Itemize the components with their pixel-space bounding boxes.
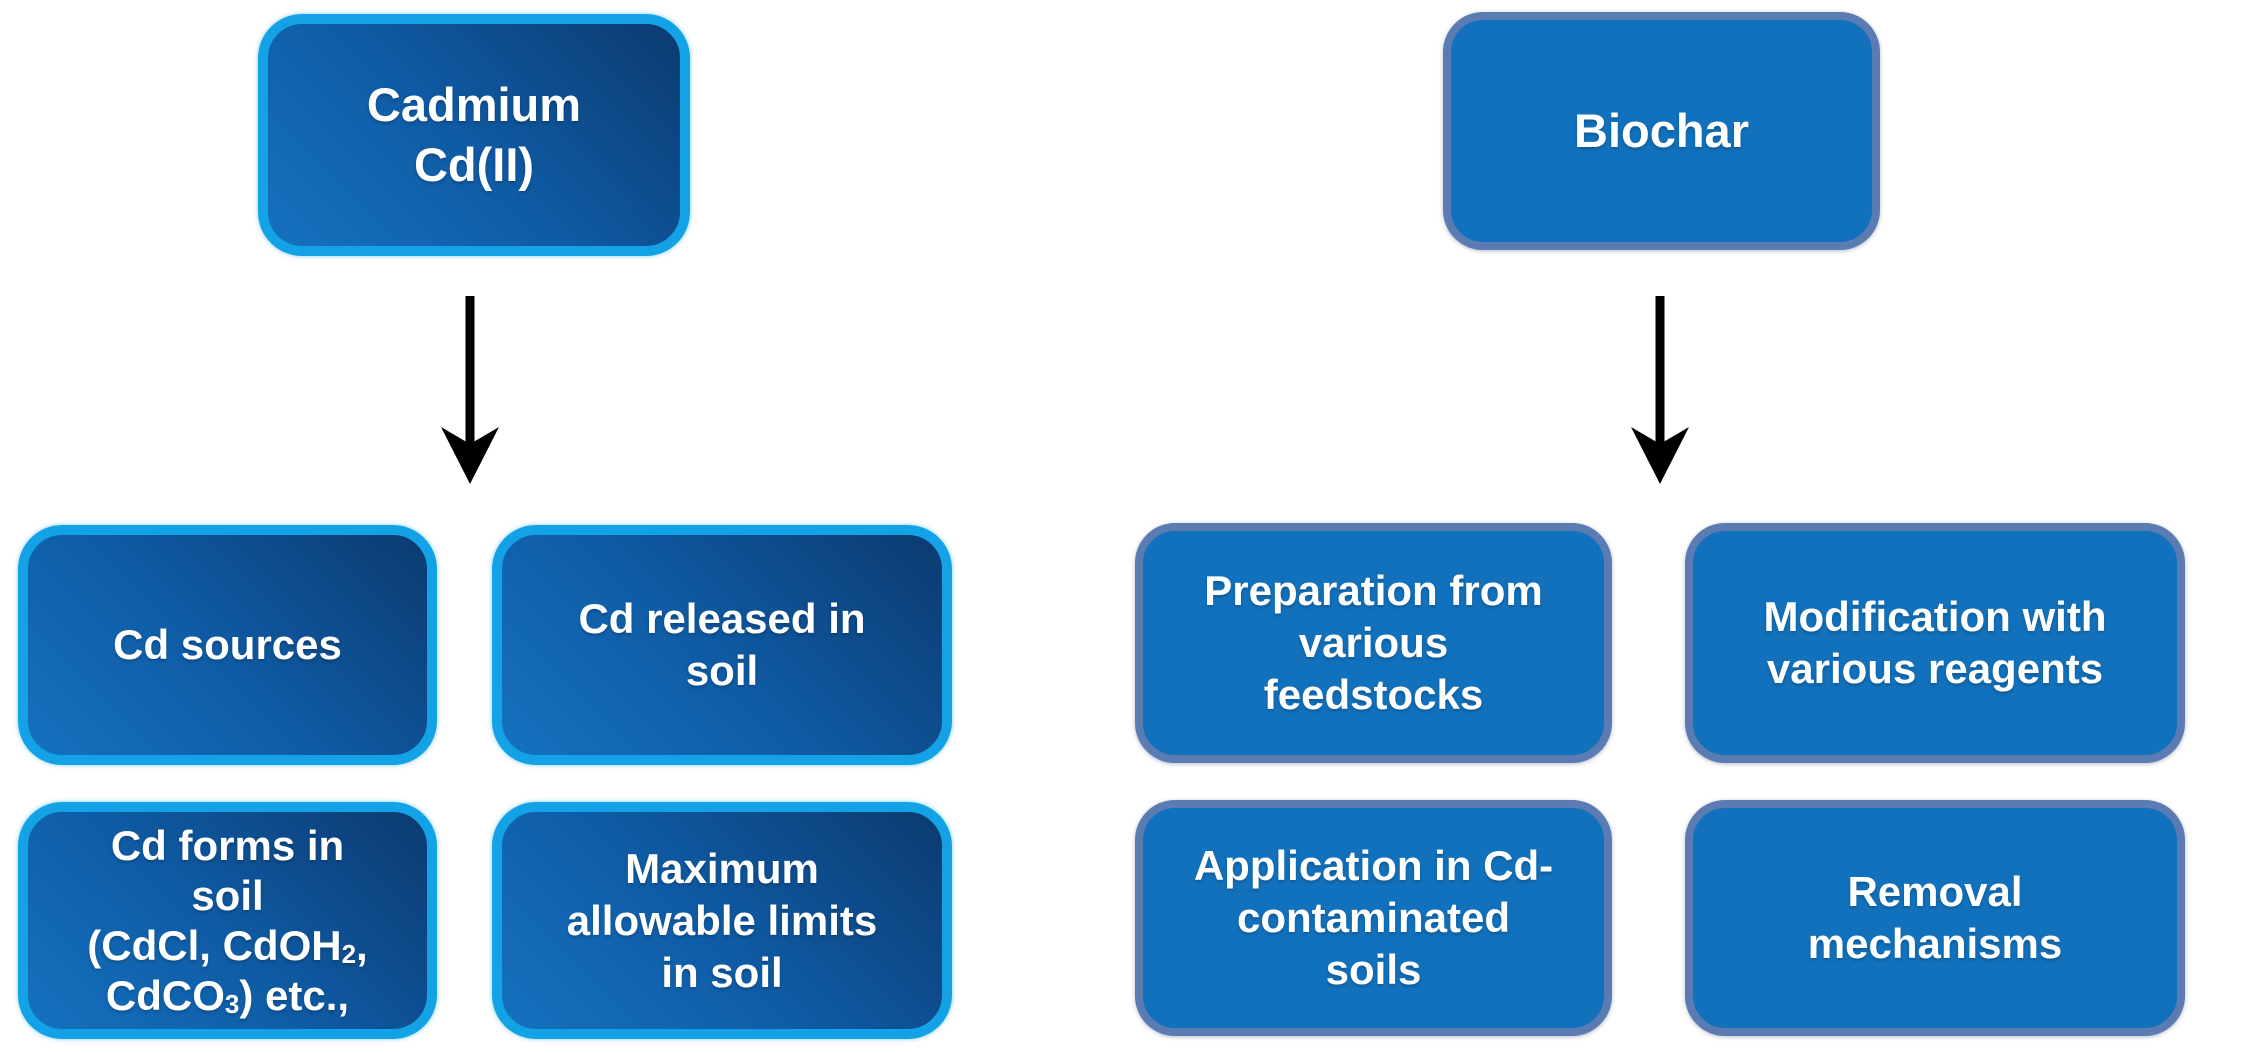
cd-sources-box: Cd sources (18, 525, 437, 765)
box-label-line: contaminated (1236, 894, 1511, 941)
box-label-line: Cd forms in (110, 821, 345, 869)
box-label-line: Preparation from (1204, 567, 1543, 614)
removal-mechanisms-box: Removal mechanisms (1685, 800, 2185, 1036)
modification-reagents-box: Modification with various reagents (1685, 523, 2185, 763)
box-label-line: Cadmium (366, 78, 582, 131)
biochar-header-box: Biochar (1443, 12, 1880, 250)
cd-released-box: Cd released in soil (492, 525, 952, 765)
down-arrow-icon (440, 296, 500, 484)
box-label-line: feedstocks (1263, 671, 1484, 718)
box-label-line: various (1298, 619, 1449, 666)
box-label-line-chemical: (CdCl, CdOH2, (87, 921, 367, 971)
down-arrow-icon (1630, 296, 1690, 484)
chem-text: , (356, 921, 368, 969)
chem-text: ) etc., (239, 971, 350, 1019)
chem-text: CdCO (105, 971, 225, 1019)
box-label-line: Maximum (625, 844, 819, 892)
box-label-line: Removal (1847, 868, 2023, 915)
box-label-line: mechanisms (1807, 920, 2063, 967)
box-label-line: Cd(II) (413, 138, 535, 191)
box-label-line: soil (191, 871, 264, 919)
box-label-line: soil (685, 647, 759, 694)
box-label-line: Cd released in (578, 595, 866, 642)
box-label-line: Biochar (1574, 104, 1749, 157)
preparation-feedstocks-box: Preparation from various feedstocks (1135, 523, 1612, 763)
cd-forms-box: Cd forms in soil (CdCl, CdOH2, CdCO3) et… (18, 802, 437, 1039)
box-label-line: Modification with (1763, 593, 2107, 640)
box-label-line: various reagents (1766, 645, 2104, 692)
cadmium-header-box: Cadmium Cd(II) (258, 14, 690, 256)
box-label-line: Application in Cd- (1193, 842, 1554, 889)
box-label-line: soils (1325, 946, 1422, 993)
box-label-line: Cd sources (113, 621, 342, 668)
box-label-line: allowable limits (566, 896, 878, 944)
chem-subscript: 2 (341, 938, 357, 969)
application-contaminated-soils-box: Application in Cd- contaminated soils (1135, 800, 1612, 1036)
box-label-line: in soil (661, 948, 783, 996)
chem-subscript: 3 (224, 988, 240, 1019)
chem-text: (CdCl, CdOH (87, 921, 342, 969)
max-allowable-limits-box: Maximum allowable limits in soil (492, 802, 952, 1039)
box-label-line-chemical: CdCO3) etc., (106, 971, 349, 1021)
